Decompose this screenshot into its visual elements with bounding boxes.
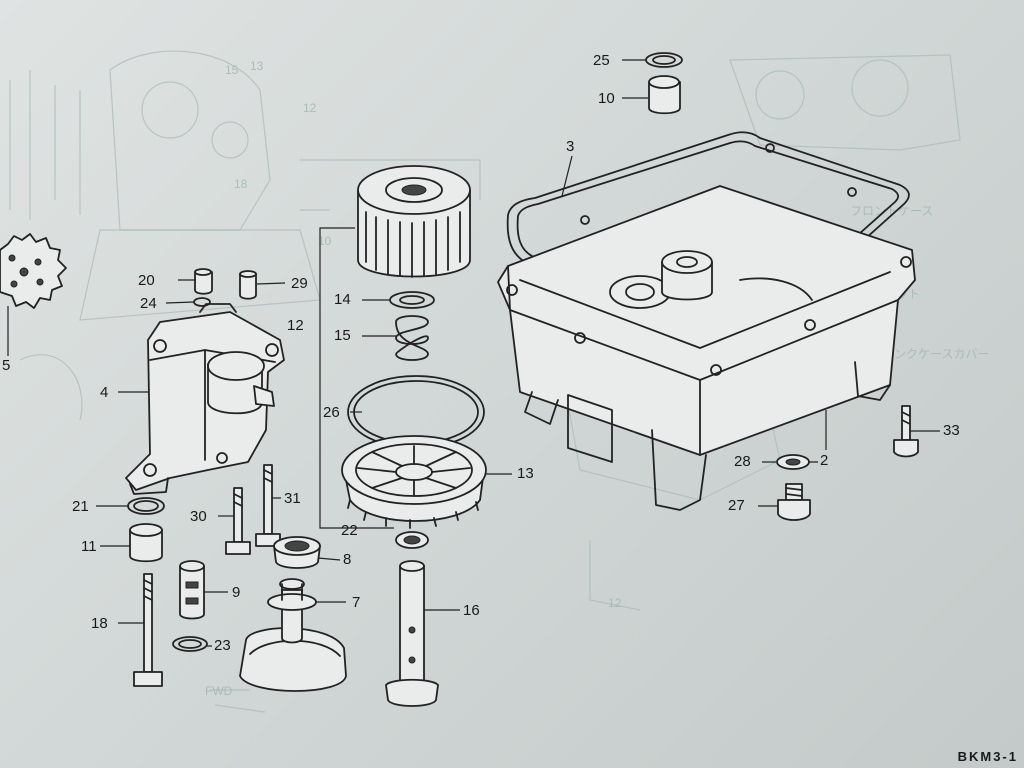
oil-pump-4 <box>125 303 285 495</box>
svg-text:クランクケースカバー: クランクケースカバー <box>870 347 989 361</box>
o-ring-24 <box>193 297 211 307</box>
washer-28 <box>776 454 810 470</box>
callout-24: 24 <box>140 295 157 312</box>
callout-16: 16 <box>463 602 480 619</box>
callout-3: 3 <box>566 138 575 155</box>
callout-28: 28 <box>734 453 751 470</box>
svg-text:12: 12 <box>303 101 317 115</box>
filter-cover-13 <box>341 435 487 529</box>
callout-7: 7 <box>352 594 361 611</box>
seal-8 <box>273 536 321 569</box>
o-ring-23 <box>172 636 208 652</box>
bolt-30 <box>225 487 251 555</box>
callout-21: 21 <box>72 498 89 515</box>
callout-20: 20 <box>138 272 155 289</box>
svg-text:12: 12 <box>608 596 622 610</box>
oil-strainer-7 <box>239 578 347 692</box>
callout-2: 2 <box>820 452 829 469</box>
callout-18: 18 <box>91 615 108 632</box>
callout-22: 22 <box>341 522 358 539</box>
callout-26: 26 <box>323 404 340 421</box>
callout-15: 15 <box>334 327 351 344</box>
drain-bolt-27 <box>777 483 811 521</box>
callout-8: 8 <box>343 551 352 568</box>
dowel-20 <box>194 268 213 295</box>
collar-10 <box>648 75 681 115</box>
bushing-9 <box>179 560 205 620</box>
svg-text:13: 13 <box>250 59 264 73</box>
oil-filter-12 <box>357 165 471 278</box>
callout-31: 31 <box>284 490 301 507</box>
reference-code: BKM3-1 <box>957 749 1018 764</box>
svg-text:FWD: FWD <box>205 684 233 698</box>
callout-29: 29 <box>291 275 308 292</box>
callout-13: 13 <box>517 465 534 482</box>
svg-text:15: 15 <box>225 63 239 77</box>
washer-14 <box>389 291 435 309</box>
callout-5: 5 <box>2 357 11 374</box>
callout-25: 25 <box>593 52 610 69</box>
o-ring-25 <box>645 52 683 68</box>
bolt-18 <box>133 573 163 687</box>
callout-27: 27 <box>728 497 745 514</box>
o-ring-21 <box>127 497 165 515</box>
callout-12: 12 <box>287 317 304 334</box>
svg-text:10: 10 <box>318 234 332 248</box>
callout-10: 10 <box>598 90 615 107</box>
callout-11: 11 <box>81 538 97 555</box>
bolt-33 <box>893 405 919 458</box>
callout-9: 9 <box>232 584 241 601</box>
callout-30: 30 <box>190 508 207 525</box>
collar-11 <box>129 523 163 563</box>
o-ring-22 <box>395 531 429 549</box>
callout-33: 33 <box>943 422 960 439</box>
dowel-29 <box>239 270 257 300</box>
center-bolt-16 <box>385 560 439 707</box>
svg-text:フロントケース: フロントケース <box>850 204 933 218</box>
bolt-31 <box>255 464 281 547</box>
leader-lines <box>96 59 940 647</box>
svg-text:18: 18 <box>234 177 248 191</box>
sprocket-5 <box>0 233 67 356</box>
callout-4: 4 <box>100 384 109 401</box>
callout-14: 14 <box>334 291 351 308</box>
oil-pan <box>497 185 916 511</box>
spring-15 <box>395 315 429 361</box>
callout-23: 23 <box>214 637 231 654</box>
